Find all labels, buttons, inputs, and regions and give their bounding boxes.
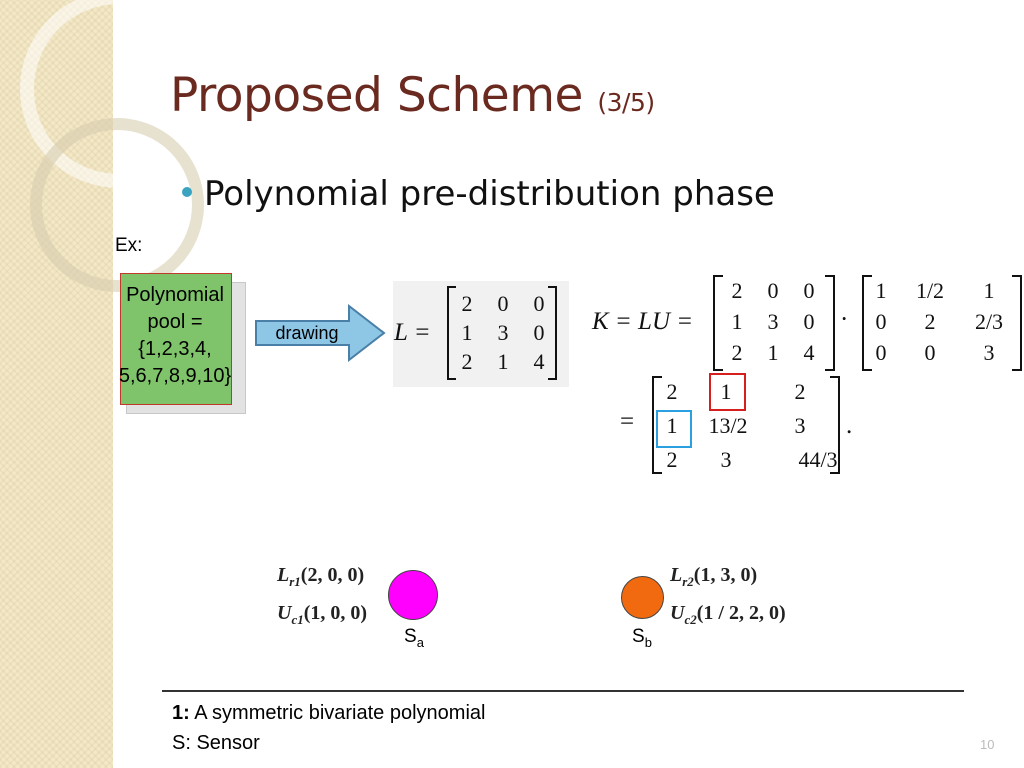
sensor-name: S — [404, 626, 417, 647]
footnote-line-1: 1: A symmetric bivariate polynomial — [172, 702, 485, 725]
poly-subscript: c1 — [291, 612, 304, 627]
footnote-line-2: S: Sensor — [172, 732, 260, 754]
l-cell: 2 — [461, 349, 473, 374]
poly-args: (1, 0, 0) — [303, 602, 368, 624]
l-cell: 0 — [533, 320, 545, 345]
l-cell: 1 — [497, 349, 509, 374]
l-cell: 2 — [731, 278, 743, 303]
polynomial-pool-text: Polynomial pool = {1,2,3,4, 5,6,7,8,9,10… — [100, 282, 250, 390]
drawing-arrow-icon — [255, 304, 386, 362]
sensor-b-circle — [621, 576, 664, 619]
poly-args: (1, 3, 0) — [693, 564, 758, 586]
k-cell: 1 — [666, 413, 678, 438]
sensor-a-label: Sa — [404, 626, 424, 650]
k-cell: 13/2 — [708, 413, 748, 438]
pool-line: pool = — [147, 311, 203, 333]
sensor-b-row-poly: Lr2(1, 3, 0) — [670, 564, 757, 590]
pool-line: Polynomial — [126, 284, 224, 306]
l-cell: 2 — [461, 291, 473, 316]
k-cell: 2 — [666, 379, 678, 404]
sensor-subscript: b — [644, 634, 652, 650]
k-cell: 2 — [666, 447, 678, 472]
k-cell: 2 — [794, 379, 806, 404]
l-cell: 0 — [767, 278, 779, 303]
footnote-number: 1: — [172, 702, 190, 724]
k-cell: 44/3 — [798, 447, 838, 472]
u-cell: 3 — [983, 340, 995, 365]
example-label: Ex: — [115, 235, 143, 256]
bracket-left — [652, 376, 662, 474]
l-cell: 1 — [461, 320, 473, 345]
l-cell: 4 — [803, 340, 815, 365]
poly-subscript: c2 — [684, 612, 697, 627]
highlight-box-blue — [656, 410, 692, 448]
decorative-circle — [30, 118, 204, 292]
footnote-text: A symmetric bivariate polynomial — [194, 702, 486, 724]
title-main: Proposed Scheme — [170, 68, 583, 123]
pool-line: {1,2,3,4, — [138, 338, 212, 360]
l-cell: 1 — [731, 309, 743, 334]
arrow-label: drawing — [275, 323, 339, 343]
poly-args: (2, 0, 0) — [300, 564, 365, 586]
l-matrix-background — [393, 281, 569, 387]
k-cell: 3 — [794, 413, 806, 438]
multiply-dot: · — [840, 306, 849, 333]
u-cell: 2/3 — [974, 309, 1004, 334]
bullet-item: Polynomial pre-distribution phase — [182, 174, 775, 214]
page-number: 10 — [980, 737, 995, 752]
k-cell: 1 — [720, 379, 732, 404]
bracket-left — [713, 275, 723, 371]
pool-line: 5,6,7,8,9,10} — [118, 365, 232, 387]
bullet-dot-icon — [182, 186, 192, 197]
polynomial-pool-box — [120, 273, 232, 405]
footnote-divider — [162, 690, 964, 692]
poly-symbol: U — [277, 602, 292, 624]
u-cell: 0 — [875, 309, 887, 334]
l-cell: 1 — [767, 340, 779, 365]
poly-symbol: L — [277, 564, 290, 586]
bracket-left — [447, 286, 456, 380]
u-cell: 0 — [875, 340, 887, 365]
bracket-left — [862, 275, 872, 371]
sensor-b-col-poly: Uc2(1 / 2, 2, 0) — [670, 602, 786, 628]
u-cell: 0 — [924, 340, 936, 365]
slide-title: Proposed Scheme (3/5) — [170, 68, 655, 123]
poly-symbol: L — [670, 564, 683, 586]
bracket-right — [830, 376, 840, 474]
l-cell: 0 — [533, 291, 545, 316]
poly-symbol: U — [670, 602, 685, 624]
sensor-a-col-poly: Uc1(1, 0, 0) — [277, 602, 367, 628]
sensor-a-row-poly: Lr1(2, 0, 0) — [277, 564, 364, 590]
poly-subscript: r2 — [682, 574, 694, 589]
u-cell: 1 — [983, 278, 995, 303]
u-cell: 1/2 — [915, 278, 945, 303]
sensor-subscript: a — [416, 634, 424, 650]
l-cell: 4 — [533, 349, 545, 374]
sensor-name: S — [632, 626, 645, 647]
l-cell: 2 — [731, 340, 743, 365]
title-sub: (3/5) — [597, 88, 655, 117]
k-result-period: . — [846, 412, 853, 439]
sensor-a-circle — [388, 570, 438, 620]
u-cell: 1 — [875, 278, 887, 303]
poly-subscript: r1 — [289, 574, 301, 589]
k-equation-label: K = LU = — [592, 308, 694, 335]
bullet-text: Polynomial pre-distribution phase — [204, 174, 775, 214]
k-result-equals: = — [620, 408, 635, 435]
l-cell: 0 — [497, 291, 509, 316]
k-cell: 3 — [720, 447, 732, 472]
highlight-box-red — [709, 373, 746, 411]
l-cell: 0 — [803, 309, 815, 334]
l-cell: 3 — [497, 320, 509, 345]
l-cell: 0 — [803, 278, 815, 303]
sensor-b-label: Sb — [632, 626, 652, 650]
poly-args: (1 / 2, 2, 0) — [696, 602, 786, 624]
l-cell: 3 — [767, 309, 779, 334]
bracket-right — [548, 286, 557, 380]
l-matrix-label: L = — [394, 319, 431, 346]
bracket-right — [1012, 275, 1022, 371]
u-cell: 2 — [924, 309, 936, 334]
bracket-right — [825, 275, 835, 371]
